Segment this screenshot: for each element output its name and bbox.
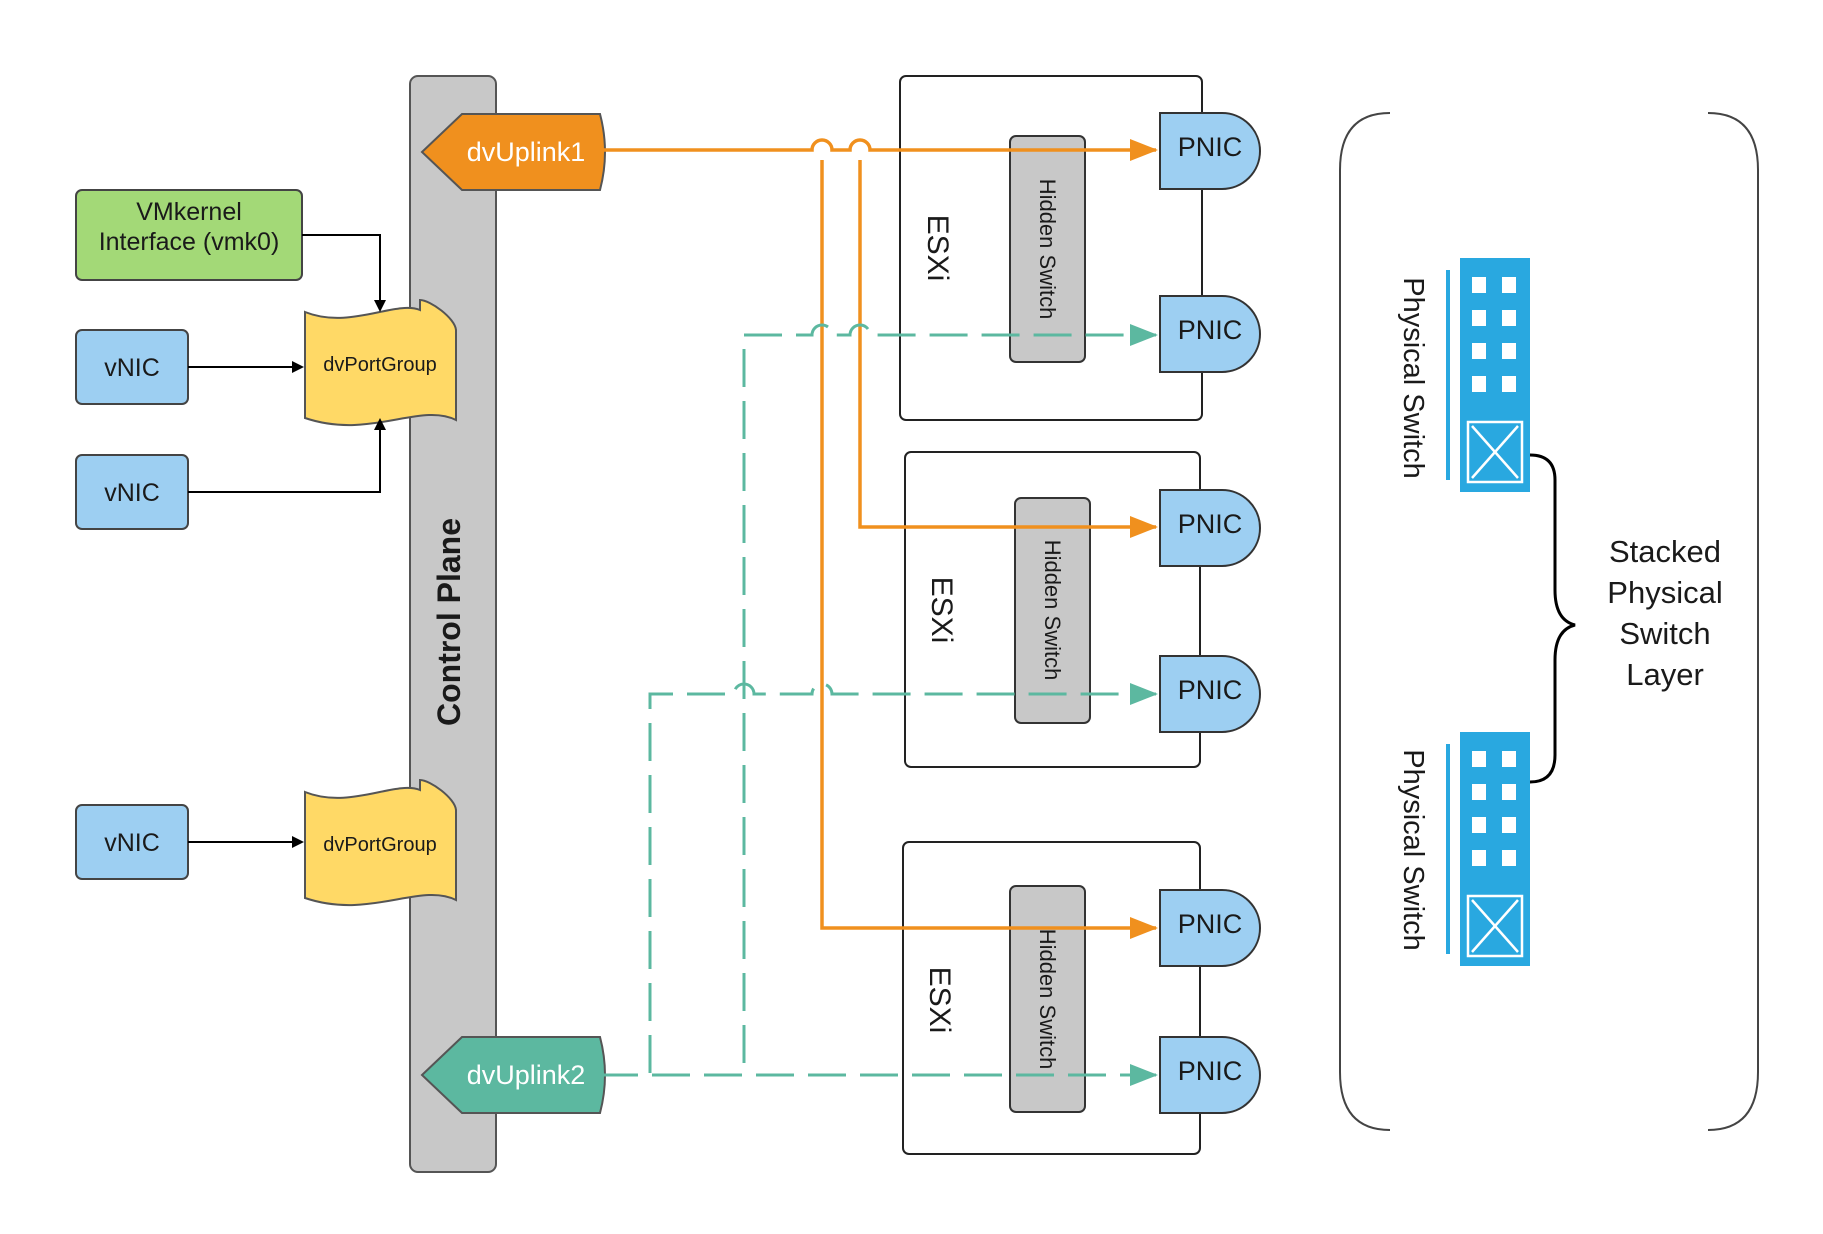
dvuplink1: dvUplink1 [420,113,606,191]
esxi-label: ESXi [925,577,958,644]
stack-line1: Stacked [1609,534,1721,569]
vnic-1: vNIC [75,329,189,405]
esxi-host-3: ESXi Hidden Switch [902,841,1201,1155]
hidden-switch: Hidden Switch [1014,497,1091,724]
vmkernel-label-line1: VMkernel [136,198,242,226]
dvuplink1-label: dvUplink1 [467,137,586,167]
esxi-label: ESXi [921,215,954,282]
switch-port-icons [1472,277,1516,392]
pnic-label: PNIC [1178,675,1243,705]
hidden-switch-label: Hidden Switch [1035,179,1060,320]
control-plane: Control Plane [409,75,497,1173]
pnic-label: PNIC [1178,132,1243,162]
uplink1-paths [600,138,1158,939]
pnic-label: PNIC [1178,509,1243,539]
physical-switch-2: Physical Switch [1397,732,1530,966]
stack-line3: Switch [1619,616,1710,651]
hidden-switch-label: Hidden Switch [1035,929,1060,1070]
dvportgroup-label: dvPortGroup [323,354,436,376]
hidden-switch-label: Hidden Switch [1040,540,1065,681]
stack-line2: Physical [1607,575,1722,610]
hidden-switch: Hidden Switch [1009,885,1086,1113]
pnic-label: PNIC [1178,315,1243,345]
pnic-host2-1: PNIC [1159,489,1261,567]
pnic-host1-1: PNIC [1159,112,1261,190]
vnic-3: vNIC [75,804,189,880]
vnic-label: vNIC [104,829,160,857]
control-plane-label: Control Plane [431,518,467,726]
stack-brace [1529,453,1576,784]
pnic-host2-2: PNIC [1159,655,1261,733]
pnic-label: PNIC [1178,909,1243,939]
dvportgroup-1: dvPortGroup [304,298,457,427]
pnic-host3-2: PNIC [1159,1036,1261,1114]
switch-port-icons [1472,751,1516,866]
switch-fabric-icon [1466,420,1524,484]
portgroup-connectors [188,234,386,848]
stack-line4: Layer [1626,657,1704,692]
stacked-layer-label: Stacked Physical Switch Layer [1607,534,1722,692]
esxi-host-1: ESXi Hidden Switch [899,75,1203,421]
physical-switch-label: Physical Switch [1397,277,1429,478]
vnic-label: vNIC [104,479,160,507]
vmkernel-interface: VMkernel Interface (vmk0) [75,189,303,281]
switch-fabric-icon [1466,894,1524,958]
vmkernel-label-line2: Interface (vmk0) [99,228,280,256]
vnic-2: vNIC [75,454,189,530]
pnic-host3-1: PNIC [1159,889,1261,967]
physical-switch-label: Physical Switch [1397,749,1429,950]
pnic-label: PNIC [1178,1056,1243,1086]
esxi-host-2: ESXi Hidden Switch [904,451,1201,768]
physical-layer-bracket [1339,112,1759,1131]
hidden-switch: Hidden Switch [1009,135,1086,363]
physical-switch-1: Physical Switch [1397,258,1530,492]
uplink2-paths [600,323,1158,1086]
vnic-label: vNIC [104,354,160,382]
dvportgroup-label: dvPortGroup [323,834,436,856]
dvuplink2-label: dvUplink2 [467,1060,586,1090]
pnic-host1-2: PNIC [1159,295,1261,373]
dvuplink2: dvUplink2 [420,1036,606,1114]
esxi-label: ESXi [923,967,956,1034]
dvportgroup-2: dvPortGroup [304,778,457,907]
